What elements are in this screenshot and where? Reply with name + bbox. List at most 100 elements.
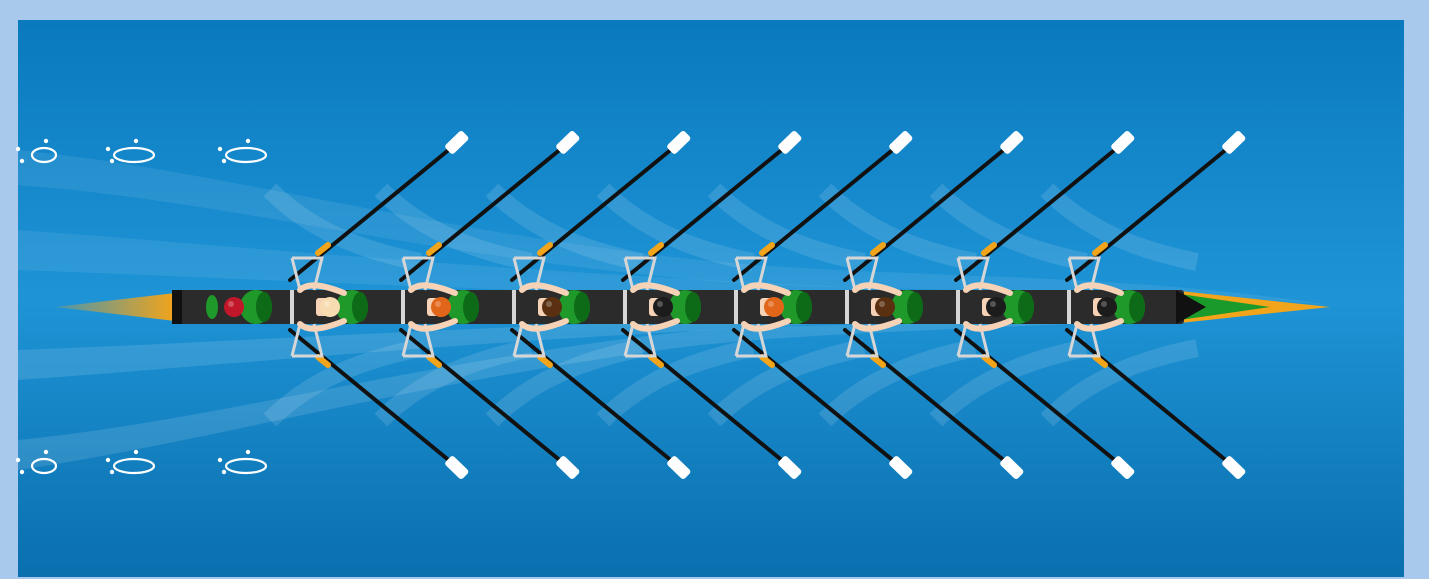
arm <box>408 318 458 332</box>
oar-blade <box>889 131 913 154</box>
arm <box>519 318 569 332</box>
oar-collar <box>648 242 664 256</box>
oar-shaft <box>732 328 897 464</box>
seat-frame <box>956 290 960 324</box>
puddle-drop <box>217 146 223 152</box>
oar-shaft <box>954 328 1119 464</box>
puddle-drop <box>245 138 251 144</box>
oar-shaft <box>288 328 453 464</box>
head-highlight <box>768 301 774 307</box>
puddle-ring <box>30 457 58 475</box>
stern-deck <box>1176 290 1206 324</box>
oar-collar <box>537 354 553 368</box>
puddle-marks <box>15 138 268 475</box>
wake-swirl <box>596 183 755 271</box>
jersey-shadow <box>574 292 590 322</box>
puddle-drop <box>221 469 227 475</box>
crew <box>206 282 1145 332</box>
jersey-shadow <box>1018 292 1034 322</box>
oar-collar <box>1092 354 1108 368</box>
bow-deck <box>172 290 182 324</box>
arm <box>1074 282 1124 296</box>
wake-swirl <box>929 339 1088 427</box>
coxswain-legs <box>206 295 218 319</box>
head <box>875 297 895 317</box>
wake-layer <box>18 150 1330 470</box>
wake-swirl <box>929 183 1088 271</box>
arm <box>741 318 791 332</box>
oar-blade <box>556 456 580 479</box>
rigger <box>290 323 324 358</box>
oar-collar <box>981 242 997 256</box>
rigger <box>734 323 768 358</box>
stern-trim <box>1180 294 1270 320</box>
rower <box>741 282 812 332</box>
oar-blade <box>778 456 802 479</box>
head <box>764 297 784 317</box>
wake-swirl <box>1040 339 1199 427</box>
oar-collar <box>315 354 331 368</box>
puddle-drop <box>105 146 111 152</box>
rigger <box>734 256 768 291</box>
wake-swirl <box>263 339 422 427</box>
head <box>320 297 340 317</box>
arm <box>852 318 902 332</box>
arm <box>519 282 569 296</box>
arm <box>963 282 1013 296</box>
seat-frame <box>512 290 516 324</box>
puddle-drop <box>109 158 115 164</box>
oar-collar <box>870 354 886 368</box>
puddle-drop <box>221 158 227 164</box>
wake-swirl <box>818 339 977 427</box>
oar-shaft <box>1065 328 1230 464</box>
wake-swirl <box>1040 183 1199 271</box>
wake-swirl <box>263 183 422 271</box>
jersey-shadow <box>907 292 923 322</box>
puddle-drop <box>43 138 49 144</box>
head-highlight <box>228 301 234 307</box>
wake-swirl <box>707 339 866 427</box>
puddle-drop <box>43 449 49 455</box>
head-highlight <box>324 301 330 307</box>
oar-collar <box>426 354 442 368</box>
oar-blade <box>667 131 691 154</box>
puddle-ring <box>224 457 268 475</box>
oar-blade <box>556 131 580 154</box>
puddle-drop <box>15 457 21 463</box>
rigger <box>290 256 324 291</box>
oar-collar <box>981 354 997 368</box>
rower <box>630 282 701 332</box>
head <box>224 297 244 317</box>
puddle-drop <box>105 457 111 463</box>
seat-frame <box>290 290 294 324</box>
rower <box>963 282 1034 332</box>
oar-blade <box>445 456 469 479</box>
head <box>986 297 1006 317</box>
oar-blade <box>1111 131 1135 154</box>
head <box>542 297 562 317</box>
arm <box>741 282 791 296</box>
oar-collar <box>648 354 664 368</box>
jersey-shadow <box>352 292 368 322</box>
jersey-shadow <box>463 292 479 322</box>
oar-collar <box>759 354 775 368</box>
puddle-ring <box>112 457 156 475</box>
jersey-shadow <box>256 292 272 322</box>
wake-swirl <box>707 183 866 271</box>
puddle-drop <box>19 469 25 475</box>
seat-frame <box>734 290 738 324</box>
oar-blade <box>1222 131 1246 154</box>
arm <box>408 282 458 296</box>
arm <box>1074 318 1124 332</box>
puddle-drop <box>245 449 251 455</box>
oar-collar <box>759 242 775 256</box>
oar-shaft <box>399 328 564 464</box>
wake-streak <box>18 305 1330 470</box>
puddle-drop <box>133 449 139 455</box>
puddle-ring <box>224 146 268 164</box>
wake-swirl <box>818 183 977 271</box>
oar-blade <box>889 456 913 479</box>
arm <box>630 318 680 332</box>
puddle-drop <box>19 158 25 164</box>
